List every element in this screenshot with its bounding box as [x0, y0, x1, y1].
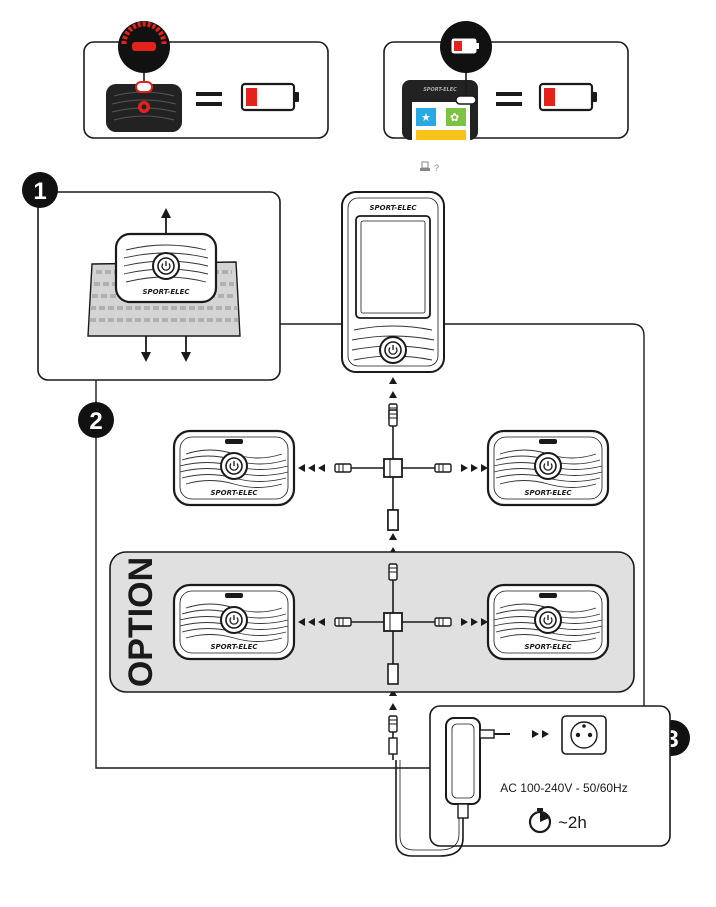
electrode-row-1: SPORT-ELEC SPORT-ELEC: [174, 409, 608, 531]
arrow-left-icon: [308, 464, 315, 472]
pod-battery-info-panel: [83, 21, 329, 139]
connector-plug: [388, 409, 398, 427]
arrow-left-icon: [298, 464, 305, 472]
remote-brand-mini: SPORT-ELEC: [423, 87, 457, 93]
connector-plug: [334, 463, 352, 473]
electrode-pod-left: SPORT-ELEC: [174, 431, 294, 505]
arrow-up-icon: [389, 533, 397, 540]
battery-low-icon: [538, 82, 599, 112]
step-1-badge: 1: [22, 172, 58, 208]
arrow-right-icon: [461, 464, 468, 472]
connector-plug: [434, 617, 452, 627]
step-2-frame: [95, 323, 645, 769]
pod-brand: SPORT-ELEC: [210, 489, 258, 497]
cable-splitter: [334, 409, 452, 531]
timer-icon: [528, 808, 552, 834]
svg-text:2: 2: [89, 408, 102, 435]
electrode-pod-right-option: SPORT-ELEC: [488, 585, 608, 659]
charging-symbol-text: ?: [434, 163, 439, 173]
electrode-pod-right: SPORT-ELEC: [488, 431, 608, 505]
step-3-panel: AC 100-240V - 50/60Hz ~2h: [429, 705, 671, 847]
electrode-pod: SPORT-ELEC: [114, 232, 218, 304]
battery-low-icon: [240, 82, 301, 112]
connector-plug: [388, 715, 398, 733]
power-adapter: [445, 717, 510, 819]
arrow-up-icon: [389, 391, 397, 398]
option-panel: OPTION SPORT-ELEC SPORT-ELEC: [109, 551, 635, 693]
connector-plug: [388, 563, 398, 581]
charging-cable: [395, 760, 464, 857]
runner-icon: ★: [421, 112, 431, 124]
arrow-down-icon: [181, 352, 191, 362]
power-icon: [152, 252, 180, 280]
connector-plug: [334, 617, 352, 627]
remote-control: SPORT-ELEC: [341, 191, 445, 373]
remote-control-dark: ★ ✿ SPORT-ELEC: [402, 80, 478, 140]
pod-brand: SPORT-ELEC: [524, 643, 572, 651]
svg-text:1: 1: [33, 178, 46, 205]
battery-zoom-bubble: [440, 21, 492, 105]
massage-icon: ✿: [450, 112, 459, 124]
remote-battery-info-panel: ★ ✿ SPORT-ELEC: [383, 21, 629, 140]
power-icon: [379, 336, 407, 364]
voltage-spec: AC 100-240V - 50/60Hz: [500, 781, 627, 795]
peel-arrows: [141, 208, 191, 362]
remote-brand: SPORT-ELEC: [369, 204, 417, 212]
arrow-right-icon: [471, 464, 478, 472]
pod-brand: SPORT-ELEC: [210, 643, 258, 651]
arrow-left-icon: [318, 464, 325, 472]
arrow-up-icon: [389, 377, 397, 384]
pod-brand: SPORT-ELEC: [524, 489, 572, 497]
charge-duration: ~2h: [558, 813, 587, 832]
arrow-down-icon: [141, 352, 151, 362]
step-2-badge: 2: [78, 402, 114, 438]
option-label: OPTION: [122, 557, 160, 687]
pod-brand: SPORT-ELEC: [142, 288, 190, 296]
power-outlet-icon: [561, 715, 607, 755]
electrode-pod-left-option: SPORT-ELEC: [174, 585, 294, 659]
step-1-panel: SPORT-ELEC: [37, 191, 281, 381]
remote-screen: [355, 215, 431, 319]
connector-plug: [434, 463, 452, 473]
led-zoom-bubble: [118, 21, 170, 93]
arrow-up-icon: [161, 208, 171, 218]
arrow-up-icon: [389, 703, 397, 710]
charging-hint: ?: [420, 161, 439, 173]
